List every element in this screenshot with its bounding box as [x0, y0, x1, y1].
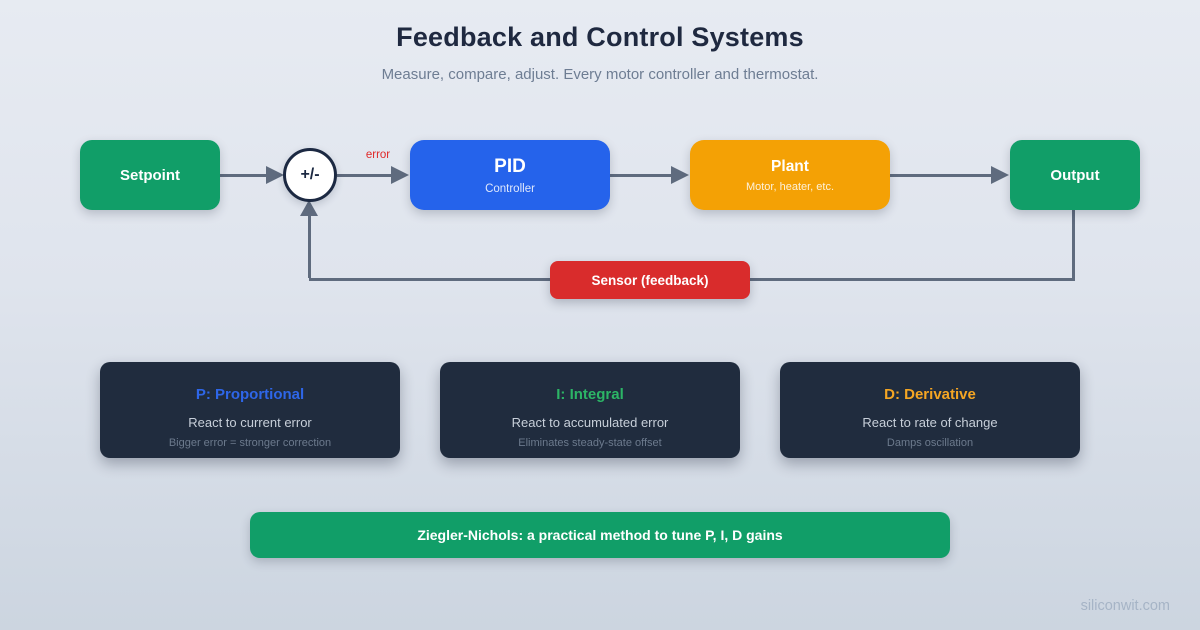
ziegler-nichols-banner: Ziegler-Nichols: a practical method to t… — [250, 512, 950, 558]
setpoint-label: Setpoint — [120, 166, 180, 184]
arrowhead-into-output — [991, 166, 1009, 184]
line-plant-to-output — [890, 174, 992, 177]
card-integral: I: Integral React to accumulated error E… — [440, 362, 740, 458]
card-proportional-description: React to current error — [188, 415, 312, 430]
output-label: Output — [1050, 166, 1100, 184]
pid-sublabel: Controller — [485, 182, 535, 195]
card-derivative: D: Derivative React to rate of change Da… — [780, 362, 1080, 458]
card-integral-note: Eliminates steady-state offset — [518, 437, 662, 449]
plant-sublabel: Motor, heater, etc. — [745, 180, 835, 193]
card-derivative-description: React to rate of change — [862, 415, 998, 430]
feedback-line-down-from-output — [1072, 210, 1075, 281]
sensor-label: Sensor (feedback) — [591, 272, 709, 288]
page-title: Feedback and Control Systems — [396, 22, 804, 52]
card-proportional-note: Bigger error = stronger correction — [168, 437, 332, 449]
page-subtitle: Measure, compare, adjust. Every motor co… — [381, 66, 819, 83]
ziegler-nichols-banner-text: Ziegler-Nichols: a practical method to t… — [417, 527, 783, 543]
card-integral-description: React to accumulated error — [511, 415, 669, 430]
arrowhead-into-plant — [671, 166, 689, 184]
line-setpoint-to-junction — [220, 174, 267, 177]
line-junction-to-pid — [337, 174, 392, 177]
sensor-feedback-block: Sensor (feedback) — [550, 261, 750, 299]
card-proportional: P: Proportional React to current error B… — [100, 362, 400, 458]
pid-controller-block: PID Controller — [410, 140, 610, 210]
arrowhead-into-pid — [391, 166, 409, 184]
card-integral-title: I: Integral — [556, 386, 624, 403]
output-block: Output — [1010, 140, 1140, 210]
error-signal-label: error — [365, 149, 391, 161]
line-pid-to-plant — [610, 174, 672, 177]
feedback-line-up-to-junction — [308, 214, 311, 278]
site-watermark: siliconwit.com — [1080, 598, 1170, 614]
card-derivative-note: Damps oscillation — [886, 437, 974, 449]
arrowhead-into-junction-bottom — [300, 200, 318, 216]
pid-label: PID — [494, 155, 526, 177]
summing-junction-label: +/- — [300, 166, 320, 183]
card-derivative-title: D: Derivative — [884, 386, 976, 403]
plant-label: Plant — [771, 157, 809, 175]
summing-junction: +/- — [283, 148, 337, 202]
card-proportional-title: P: Proportional — [195, 386, 305, 403]
setpoint-block: Setpoint — [80, 140, 220, 210]
plant-block: Plant Motor, heater, etc. — [690, 140, 890, 210]
arrowhead-into-junction — [266, 166, 284, 184]
